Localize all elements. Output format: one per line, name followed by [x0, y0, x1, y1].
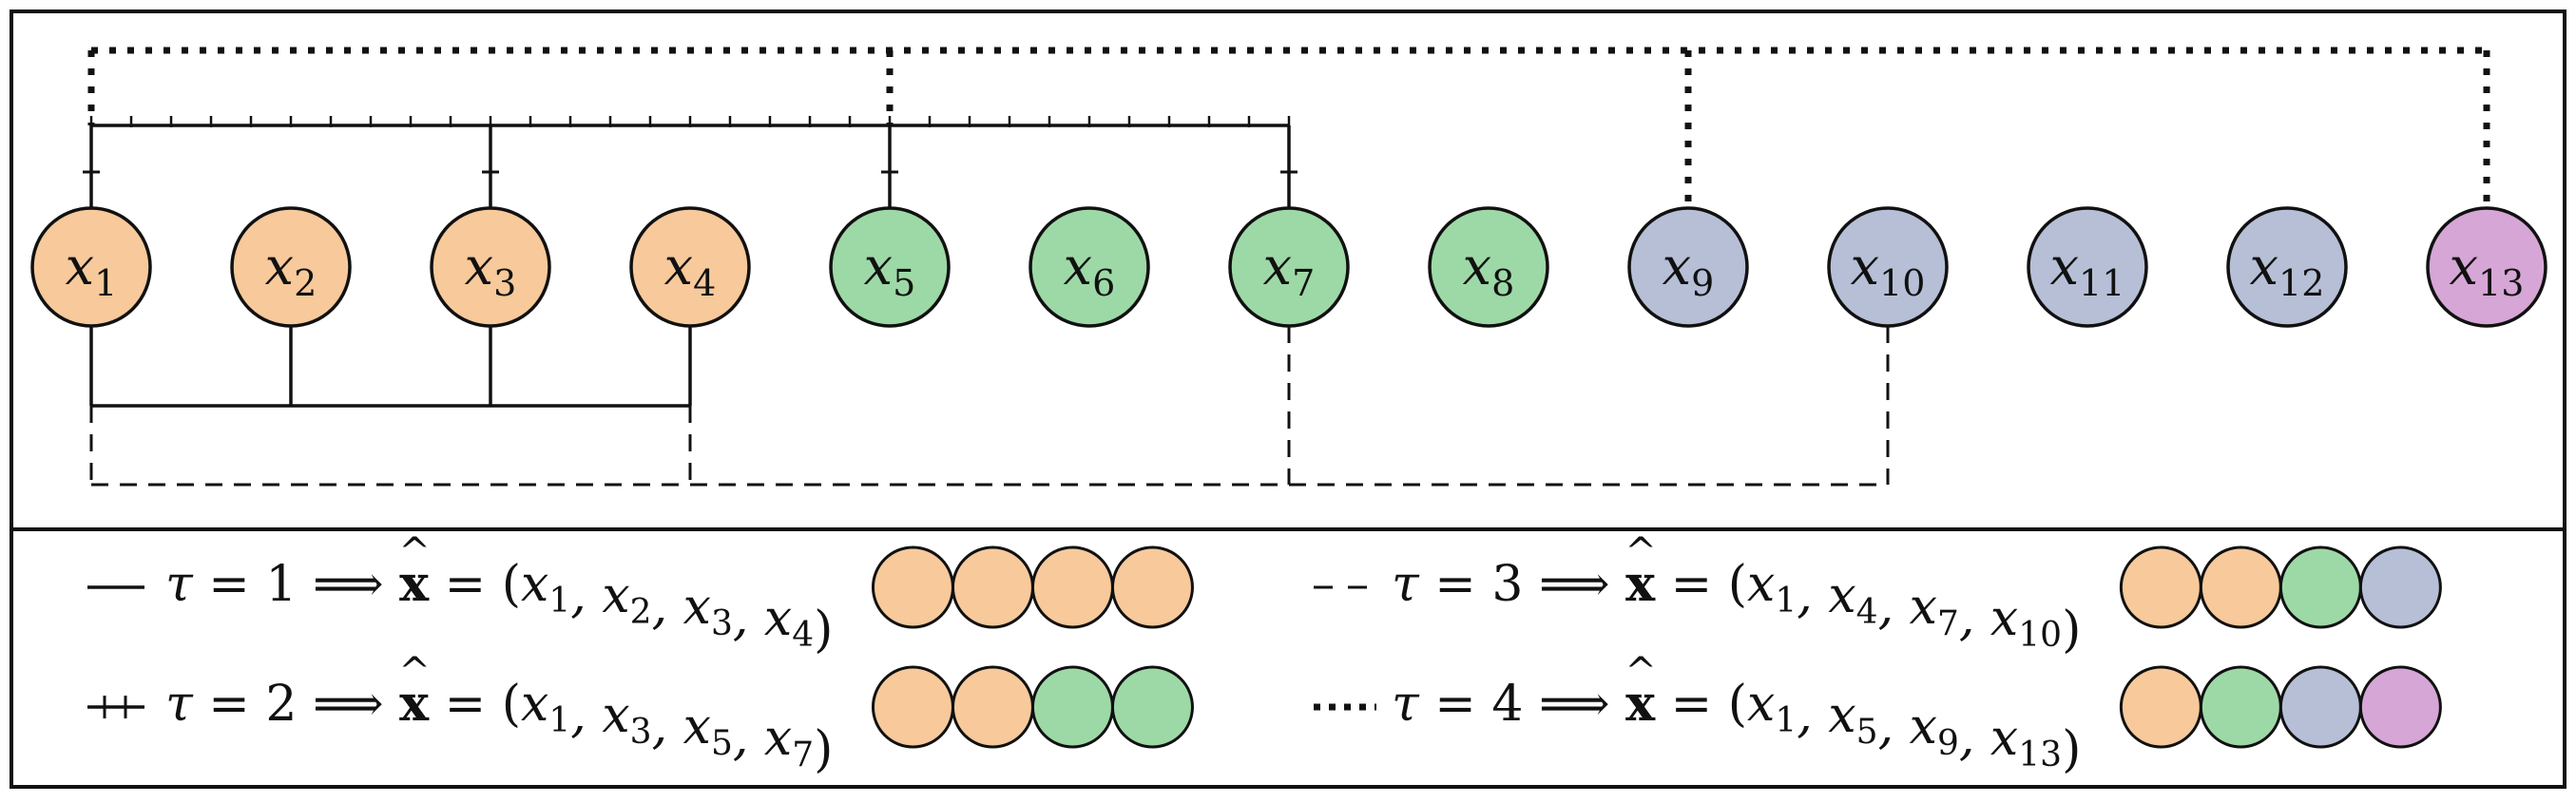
node-circle — [430, 206, 551, 328]
legend-color-swatch — [951, 665, 1034, 749]
node-circle — [629, 206, 751, 328]
legend-hat: ^ — [398, 650, 431, 694]
node-circle — [2226, 206, 2348, 328]
legend-color-swatch — [1030, 545, 1114, 629]
node-x6: x6 — [1028, 206, 1150, 328]
node-circle — [1627, 206, 1749, 328]
node-label: x10 — [1851, 237, 1926, 304]
legend-hat: ^ — [1624, 530, 1657, 574]
legend-color-swatch — [871, 545, 954, 629]
legend-equation: τ = 1 ⟹ x = (x1, x2, x3, x4) — [165, 555, 833, 659]
node-label: x1 — [66, 237, 118, 304]
legend-hat: ^ — [398, 530, 431, 574]
legend-color-swatch — [2278, 545, 2362, 629]
node-label: x11 — [2050, 237, 2125, 304]
legend-color-swatch — [2278, 665, 2362, 749]
legend-color-swatch — [2119, 545, 2202, 629]
node-label: x5 — [864, 237, 916, 304]
node-label: x7 — [1263, 237, 1316, 304]
legend-color-swatch — [1110, 545, 1194, 629]
node-label: x12 — [2250, 237, 2325, 304]
node-x11: x11 — [2027, 206, 2148, 328]
node-x5: x5 — [829, 206, 951, 328]
node-circle — [2027, 206, 2148, 328]
legend-color-swatch — [1110, 665, 1194, 749]
legend-color-swatch — [951, 545, 1034, 629]
node-x2: x2 — [230, 206, 352, 328]
node-x3: x3 — [430, 206, 551, 328]
node-x8: x8 — [1428, 206, 1549, 328]
node-x12: x12 — [2226, 206, 2348, 328]
legend-entry-tau-1: τ = 1 ⟹ x = (x1, x2, x3, x4)^ — [87, 530, 1194, 659]
node-circle — [829, 206, 951, 328]
node-x4: x4 — [629, 206, 751, 328]
node-x10: x10 — [1827, 206, 1949, 328]
node-x1: x1 — [30, 206, 152, 328]
node-label: x3 — [465, 237, 517, 304]
legend-panel-border — [10, 527, 2566, 789]
legend: τ = 1 ⟹ x = (x1, x2, x3, x4)^τ = 3 ⟹ x =… — [87, 530, 2442, 778]
legend-color-swatch — [2358, 665, 2442, 749]
node-label: x6 — [1064, 237, 1116, 304]
node-circle — [230, 206, 352, 328]
node-circle — [1428, 206, 1549, 328]
legend-entry-tau-2: τ = 2 ⟹ x = (x1, x3, x5, x7)^ — [87, 650, 1194, 778]
node-x7: x7 — [1228, 206, 1350, 328]
node-circle — [30, 206, 152, 328]
node-label: x4 — [664, 237, 717, 304]
node-label: x2 — [265, 237, 317, 304]
legend-equation: τ = 4 ⟹ x = (x1, x5, x9, x13) — [1392, 675, 2081, 778]
legend-equation: τ = 2 ⟹ x = (x1, x3, x5, x7) — [165, 675, 833, 778]
legend-color-swatch — [871, 665, 954, 749]
legend-color-swatch — [2358, 545, 2442, 629]
legend-color-swatch — [2119, 665, 2202, 749]
nodes: x1 x2 x3 x4 x5 x6 x7 x8 x9 x10 x11 x12 x13 — [30, 206, 2547, 328]
legend-color-swatch — [1030, 665, 1114, 749]
connectors — [83, 47, 2490, 487]
node-label: x8 — [1463, 237, 1515, 304]
node-x13: x13 — [2426, 206, 2547, 328]
legend-equation: τ = 3 ⟹ x = (x1, x4, x7, x10) — [1392, 555, 2081, 659]
node-label: x9 — [1663, 237, 1715, 304]
node-circle — [2426, 206, 2547, 328]
node-x9: x9 — [1627, 206, 1749, 328]
node-label: x13 — [2450, 237, 2525, 304]
legend-entry-tau-4: τ = 4 ⟹ x = (x1, x5, x9, x13)^ — [1314, 650, 2442, 778]
node-circle — [1028, 206, 1150, 328]
legend-hat: ^ — [1624, 650, 1657, 694]
node-circle — [1827, 206, 1949, 328]
node-circle — [1228, 206, 1350, 328]
legend-color-swatch — [2199, 545, 2282, 629]
legend-color-swatch — [2199, 665, 2282, 749]
legend-entry-tau-3: τ = 3 ⟹ x = (x1, x4, x7, x10)^ — [1314, 530, 2442, 659]
